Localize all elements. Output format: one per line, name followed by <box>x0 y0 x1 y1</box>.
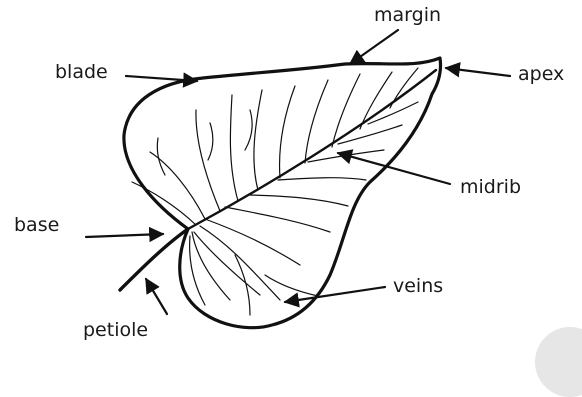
petiole-stem <box>120 229 188 290</box>
arrow-petiole <box>146 279 167 314</box>
label-base: base <box>14 216 59 235</box>
leaf-diagram <box>0 0 582 349</box>
arrow-base <box>86 234 163 237</box>
arrow-margin <box>350 30 398 64</box>
label-midrib: midrib <box>460 178 521 197</box>
label-apex: apex <box>518 65 564 84</box>
arrow-apex <box>446 68 510 76</box>
label-blade: blade <box>55 63 108 82</box>
label-veins: veins <box>393 277 443 296</box>
label-margin: margin <box>374 6 441 25</box>
arrow-blade <box>126 76 197 81</box>
label-petiole: petiole <box>83 321 148 340</box>
